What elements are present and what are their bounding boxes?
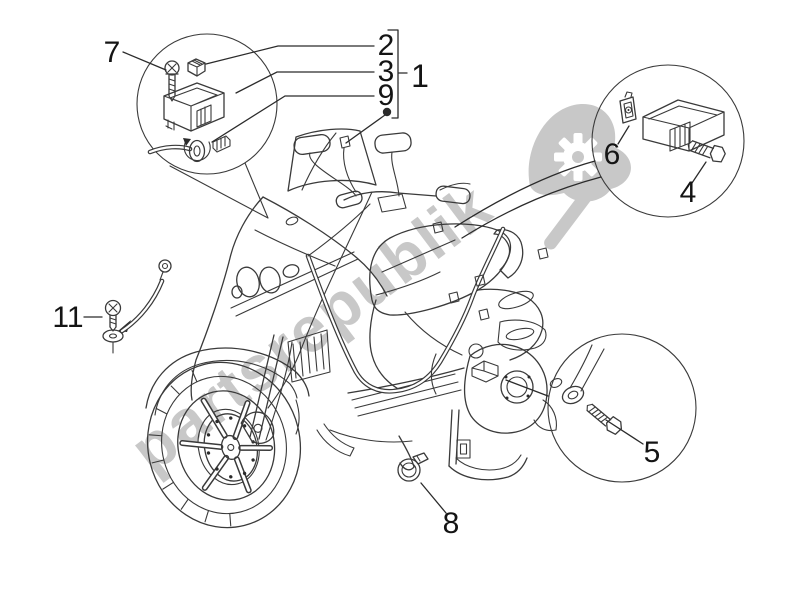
harness-bullet: [382, 107, 392, 117]
group-bracket: [382, 29, 408, 119]
windshield: [287, 128, 377, 192]
headlights: [231, 264, 300, 299]
callouts: 7 2 3 9 1 6 4 5 8 11: [52, 29, 707, 540]
screw-11-icon: [104, 299, 122, 332]
rear-cowl: [369, 288, 547, 391]
ground-cable-part: [102, 259, 172, 354]
screw-4-icon: [687, 140, 726, 163]
watermark-text: partsrepublik: [117, 169, 505, 486]
cable-11: [119, 259, 172, 334]
callout-3: 3: [378, 55, 395, 88]
cable-end: [549, 344, 605, 405]
leader-2: [205, 45, 375, 65]
right-mirror: [374, 132, 412, 197]
harness-clips: [339, 135, 549, 321]
clip-6-icon: [619, 91, 637, 124]
callout-4: 4: [680, 176, 697, 209]
callout-1: 1: [411, 58, 429, 94]
callout-6: 6: [604, 138, 621, 171]
gear-icon: [554, 133, 602, 181]
handlebar: [335, 182, 471, 213]
front-fender: [145, 347, 310, 435]
callout-7: 7: [104, 36, 121, 69]
leader-4: [691, 161, 707, 184]
callout-8: 8: [443, 507, 460, 540]
brake-disc-holes: [206, 416, 255, 479]
hose-clamp-part: [397, 452, 429, 482]
floorboard: [316, 367, 465, 457]
left-mirror: [293, 133, 357, 197]
wiring-harness: [305, 135, 549, 395]
screw-5-icon: [586, 403, 623, 435]
detail-circle-control-unit: [454, 64, 745, 239]
callout-11: 11: [52, 301, 83, 334]
leader-3: [235, 71, 375, 94]
center-stand: [398, 409, 528, 481]
screw-7-icon: [164, 60, 180, 102]
washer-icon: [102, 329, 124, 354]
callout-9: 9: [378, 79, 395, 112]
battery-box-icon: [642, 99, 725, 152]
engine: [463, 343, 557, 434]
leader-7: [122, 51, 167, 71]
leader-5: [605, 419, 644, 445]
callout-5: 5: [644, 436, 661, 469]
leader-8: [420, 482, 447, 514]
brake-caliper: [240, 411, 275, 444]
relay-box-3-icon: [163, 82, 225, 132]
grab-rail: [493, 229, 524, 279]
front-fairing: [190, 196, 388, 401]
front-fork: [249, 334, 293, 441]
fuse-2-icon: [187, 58, 206, 77]
callout-2: 2: [378, 29, 395, 62]
scooter-illustration: [145, 128, 557, 529]
brake-hose: [267, 191, 373, 409]
front-wheel: [146, 361, 302, 529]
detail-circle-engine-fixing: [505, 333, 697, 483]
wheel-spokes: [179, 397, 274, 494]
leader-9: [211, 95, 375, 143]
grommet-9-icon: [147, 135, 231, 163]
detail-circle-electrical-parts: [136, 33, 278, 219]
leader-bullet: [345, 114, 386, 144]
leader-6: [617, 125, 630, 145]
